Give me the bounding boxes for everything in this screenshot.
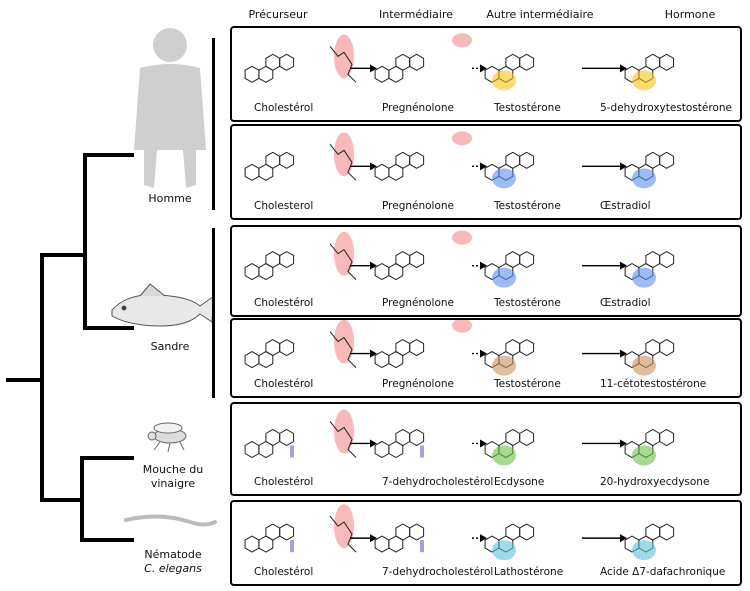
compound-label-other: Ecdysone bbox=[494, 476, 545, 488]
compound-label-other: Testostérone bbox=[494, 102, 561, 114]
human-silhouette-icon bbox=[134, 28, 206, 188]
compound-label-precursor: Cholestérol bbox=[254, 378, 314, 390]
compound-label-other: Testostérone bbox=[494, 378, 561, 390]
steroid-structure bbox=[374, 428, 425, 459]
steroid-structure bbox=[624, 523, 675, 561]
organism-label-nematode: Nématode C. elegans bbox=[128, 548, 218, 576]
reaction-arrow bbox=[582, 349, 627, 358]
nematode-name: Nématode bbox=[144, 548, 202, 561]
header-precursor: Précurseur bbox=[248, 8, 308, 21]
steroid-structure bbox=[624, 339, 675, 376]
steroid-structure bbox=[484, 523, 535, 561]
compound-label-hormone: 20-hydroxyecdysone bbox=[600, 476, 710, 488]
steroid-structure bbox=[244, 320, 357, 369]
compound-label-hormone: Acide Δ7-dafachronique bbox=[600, 566, 726, 578]
compound-label-precursor: Cholesterol bbox=[254, 200, 314, 212]
steroid-structure bbox=[624, 53, 675, 91]
compound-label-intermediate: 7-dehydrocholestérol bbox=[382, 566, 494, 578]
dotted-arrow bbox=[472, 261, 487, 270]
pathway-structures bbox=[244, 320, 675, 376]
compound-label-intermediate: Pregnénolone bbox=[382, 102, 455, 114]
steroid-structure bbox=[624, 151, 675, 189]
steroid-structure bbox=[374, 33, 472, 83]
reaction-arrow bbox=[582, 64, 627, 73]
reaction-arrow bbox=[582, 534, 627, 543]
compound-label-intermediate: 7-dehydrocholestérol bbox=[382, 476, 494, 488]
steroid-structure bbox=[244, 504, 357, 553]
steroid-structure bbox=[484, 339, 535, 376]
compound-label-other: Testostérone bbox=[494, 200, 561, 212]
steroid-structure bbox=[374, 523, 425, 553]
compound-label-precursor: Cholestérol bbox=[254, 476, 314, 488]
group-divider-human bbox=[212, 38, 215, 210]
steroid-structure bbox=[244, 132, 357, 181]
compound-label-precursor: Cholestérol bbox=[254, 102, 314, 114]
compound-label-hormone: 11-cétotestostérone bbox=[600, 378, 707, 390]
zander-fish-icon bbox=[111, 283, 215, 327]
reaction-arrow bbox=[350, 439, 377, 448]
pathway-panel: Cholesterol Pregnénolone Testostérone Œstra… bbox=[230, 124, 742, 220]
reaction-arrow bbox=[350, 349, 377, 358]
reaction-arrow bbox=[350, 534, 377, 543]
steroid-structure bbox=[374, 230, 472, 281]
steroid-structure bbox=[374, 320, 472, 369]
organism-label-human: Homme bbox=[148, 192, 192, 205]
dotted-arrow bbox=[472, 439, 487, 448]
compound-label-other: Lathostérone bbox=[494, 566, 564, 578]
compound-label-hormone: 5-dehydroxytestostérone bbox=[600, 102, 733, 114]
phylogenetic-tree bbox=[6, 28, 217, 542]
steroid-structure bbox=[484, 53, 535, 91]
compound-label-precursor: Cholestérol bbox=[254, 566, 314, 578]
header-intermediate: Intermédiaire bbox=[379, 8, 453, 21]
steroid-structure bbox=[484, 251, 535, 288]
group-divider-zander bbox=[212, 228, 215, 398]
pathway-structures bbox=[244, 504, 675, 561]
compound-label-hormone: Œstradiol bbox=[600, 200, 651, 212]
steroid-structure bbox=[374, 131, 472, 181]
dotted-arrow bbox=[472, 162, 487, 171]
pathway-panel: Cholestérol Pregnénolone Testostérone Œstra… bbox=[230, 225, 742, 317]
steroid-structure bbox=[484, 428, 535, 466]
pathway-structures bbox=[244, 409, 675, 466]
steroid-structure bbox=[244, 409, 357, 459]
fruit-fly-icon bbox=[147, 422, 187, 453]
compound-label-intermediate: Pregnénolone bbox=[382, 297, 455, 309]
reaction-arrow bbox=[582, 261, 627, 270]
steroid-structure bbox=[484, 151, 535, 189]
steroid-structure bbox=[624, 251, 675, 288]
nematode-worm-icon bbox=[124, 514, 217, 527]
pathway-structures bbox=[244, 230, 675, 288]
header-hormone: Hormone bbox=[664, 8, 716, 21]
steroid-structure bbox=[244, 231, 357, 281]
reaction-arrow bbox=[350, 64, 377, 73]
reaction-arrow bbox=[350, 261, 377, 270]
compound-label-hormone: Œstradiol bbox=[600, 297, 651, 309]
pathway-panel: Cholestérol Pregnénolone Testostérone 11-cé… bbox=[230, 318, 742, 398]
compound-label-intermediate: Pregnénolone bbox=[382, 378, 455, 390]
reaction-arrow bbox=[582, 162, 627, 171]
organism-label-fly: Mouche du vinaigre bbox=[142, 463, 204, 490]
pathway-panel: Cholestérol Pregnénolone Testostérone 5-deh… bbox=[230, 26, 742, 122]
pathway-structures bbox=[244, 131, 675, 189]
dotted-arrow bbox=[472, 349, 487, 358]
dotted-arrow bbox=[472, 64, 487, 73]
steroid-structure bbox=[624, 428, 675, 466]
steroid-structure bbox=[244, 34, 357, 83]
pathway-structures bbox=[244, 33, 675, 91]
organism-label-zander: Sandre bbox=[150, 340, 190, 353]
header-other-intermediate: Autre intermédiaire bbox=[486, 8, 594, 21]
reaction-arrow bbox=[350, 162, 377, 171]
dotted-arrow bbox=[472, 534, 487, 543]
compound-label-precursor: Cholestérol bbox=[254, 297, 314, 309]
compound-label-intermediate: Pregnénolone bbox=[382, 200, 455, 212]
reaction-arrow bbox=[582, 439, 627, 448]
compound-label-other: Testostérone bbox=[494, 297, 561, 309]
nematode-species: C. elegans bbox=[144, 562, 202, 575]
